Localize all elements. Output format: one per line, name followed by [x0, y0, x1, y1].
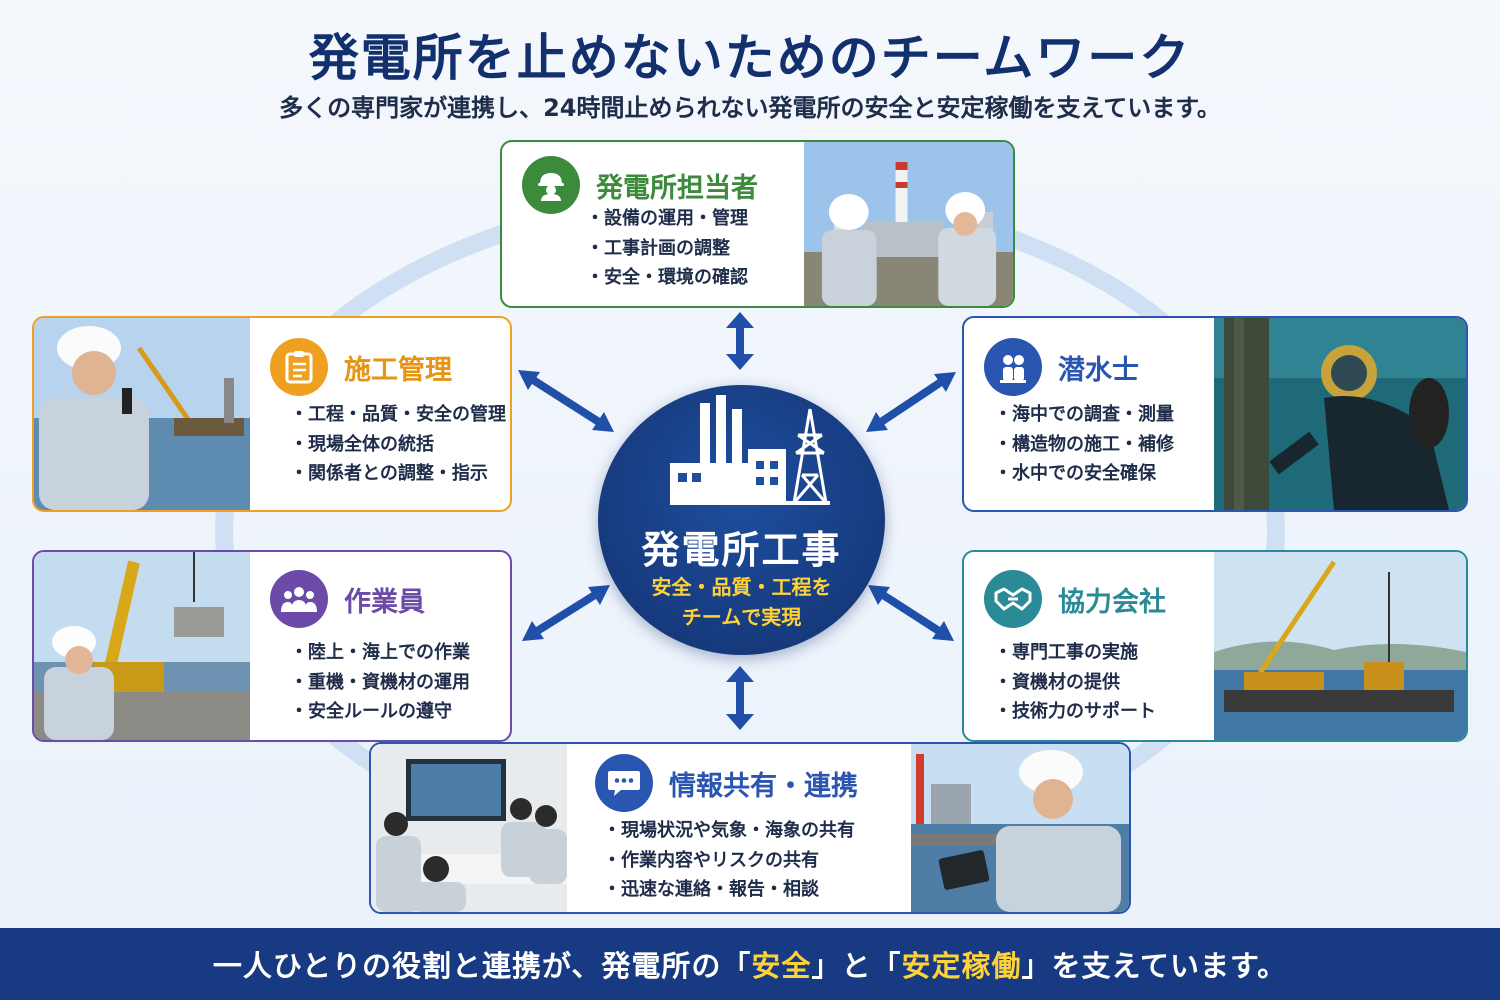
- diver-icon: [984, 338, 1042, 396]
- list-item: 安全・環境の確認: [586, 263, 748, 293]
- card-title: 潜水士: [1058, 354, 1139, 386]
- handshake-icon: [984, 570, 1042, 628]
- footer-banner: 一人ひとりの役割と連携が、発電所の「安全」と「安定稼働」を支えています。: [0, 928, 1500, 1000]
- list-item: 安全ルールの遵守: [290, 697, 470, 727]
- partner-photo: [1214, 552, 1466, 740]
- card-workers: 作業員 陸上・海上での作業 重機・資機材の運用 安全ルールの遵守: [32, 550, 512, 742]
- footer-text-part: 」と「: [811, 949, 902, 983]
- center-subline-1: 安全・品質・工程を: [651, 575, 832, 599]
- arrow-lower-right: [868, 585, 954, 641]
- list-item: 工事計画の調整: [586, 234, 748, 264]
- footer-text-part: 」を支えています。: [1021, 949, 1288, 983]
- clipboard-icon: [270, 338, 328, 396]
- arrow-top: [726, 312, 754, 370]
- card-construction-management: 施工管理 工程・品質・安全の管理 現場全体の統括 関係者との調整・指示: [32, 316, 512, 512]
- list-item: 技術力のサポート: [994, 697, 1156, 727]
- list-item: 専門工事の実施: [994, 638, 1156, 668]
- list-item: 構造物の施工・補修: [994, 430, 1174, 460]
- list-item: 現場全体の統括: [290, 430, 506, 460]
- chat-icon: [595, 754, 653, 812]
- plant-staff-photo: [804, 142, 1013, 306]
- list-item: 迅速な連絡・報告・相談: [603, 875, 855, 905]
- card-title: 情報共有・連携: [669, 770, 858, 802]
- card-info-sharing: 情報共有・連携 現場状況や気象・海象の共有 作業内容やリスクの共有 迅速な連絡・…: [369, 742, 1131, 914]
- footer-highlight-stable-operation: 安定稼働: [901, 949, 1022, 983]
- list-item: 関係者との調整・指示: [290, 459, 506, 489]
- arrow-lower-left: [522, 585, 610, 641]
- card-title: 施工管理: [344, 354, 452, 386]
- page-title: 発電所を止めないためのチームワーク: [308, 29, 1192, 87]
- meeting-photo: [371, 744, 567, 912]
- list-item: 海中での調査・測量: [994, 400, 1174, 430]
- footer-text-part: 一人ひとりの役割と連携が、発電所の「: [212, 949, 752, 983]
- diver-photo: [1214, 318, 1466, 510]
- list-item: 現場状況や気象・海象の共有: [603, 816, 855, 846]
- list-item: 陸上・海上での作業: [290, 638, 470, 668]
- card-title: 発電所担当者: [596, 172, 758, 204]
- card-bullets: 専門工事の実施 資機材の提供 技術力のサポート: [994, 638, 1156, 727]
- team-icon: [270, 570, 328, 628]
- card-bullets: 現場状況や気象・海象の共有 作業内容やリスクの共有 迅速な連絡・報告・相談: [603, 816, 855, 905]
- list-item: 作業内容やリスクの共有: [603, 846, 855, 876]
- center-title: 発電所工事: [641, 528, 842, 572]
- list-item: 重機・資機材の運用: [290, 668, 470, 698]
- card-title: 協力会社: [1058, 586, 1166, 618]
- card-partner-companies: 協力会社 専門工事の実施 資機材の提供 技術力のサポート: [962, 550, 1468, 742]
- list-item: 工程・品質・安全の管理: [290, 400, 506, 430]
- workers-photo: [34, 552, 250, 740]
- footer-highlight-safety: 安全: [751, 949, 812, 983]
- arrow-upper-left: [518, 370, 614, 432]
- card-title: 作業員: [344, 586, 425, 618]
- card-bullets: 海中での調査・測量 構造物の施工・補修 水中での安全確保: [994, 400, 1174, 489]
- center-subline-2: チームで実現: [681, 605, 802, 629]
- card-bullets: 設備の運用・管理 工事計画の調整 安全・環境の確認: [586, 204, 748, 293]
- list-item: 水中での安全確保: [994, 459, 1174, 489]
- arrow-upper-right: [866, 372, 956, 432]
- card-diver: 潜水士 海中での調査・測量 構造物の施工・補修 水中での安全確保: [962, 316, 1468, 512]
- page-subtitle: 多くの専門家が連携し、24時間止められない発電所の安全と安定稼働を支えています。: [279, 94, 1221, 122]
- list-item: 資機材の提供: [994, 668, 1156, 698]
- construction-manager-photo: [34, 318, 250, 510]
- card-bullets: 工程・品質・安全の管理 現場全体の統括 関係者との調整・指示: [290, 400, 506, 489]
- tablet-worker-photo: [911, 744, 1129, 912]
- card-plant-staff: 発電所担当者 設備の運用・管理 工事計画の調整 安全・環境の確認: [500, 140, 1015, 308]
- worker-helmet-icon: [522, 156, 580, 214]
- center-hub: 発電所工事 安全・品質・工程を チームで実現: [598, 385, 885, 655]
- arrow-bottom: [726, 666, 754, 730]
- list-item: 設備の運用・管理: [586, 204, 748, 234]
- power-plant-icon: [670, 395, 830, 505]
- card-bullets: 陸上・海上での作業 重機・資機材の運用 安全ルールの遵守: [290, 638, 470, 727]
